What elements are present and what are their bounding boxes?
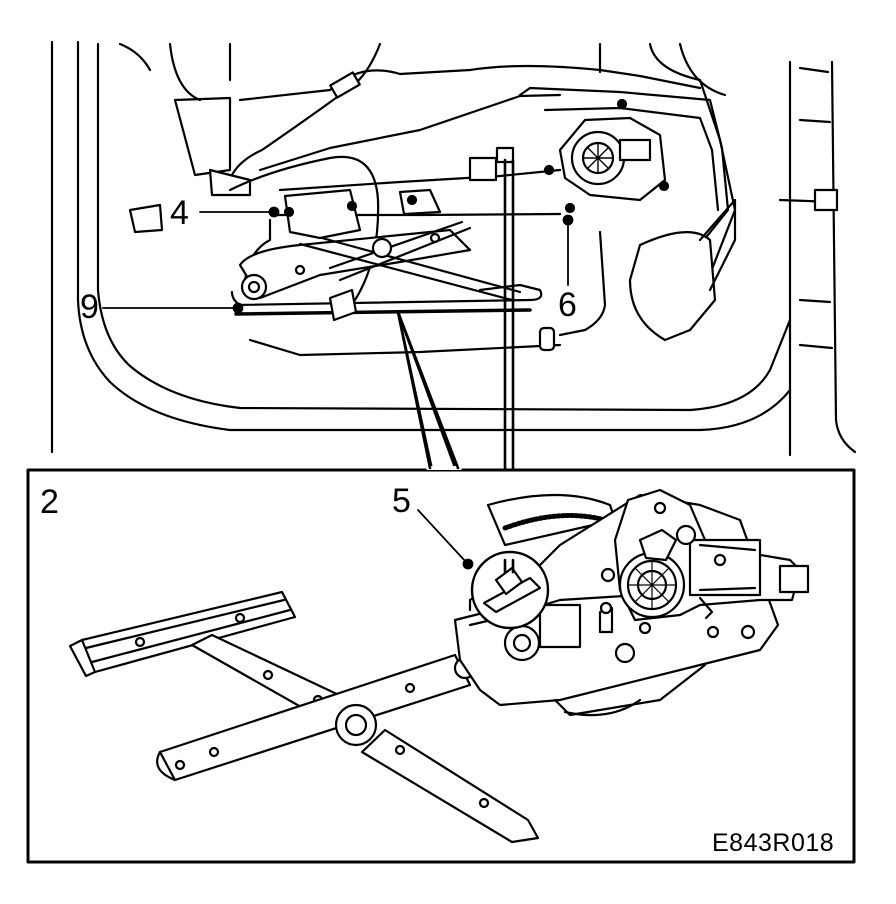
callout-4: 4 [170,194,189,232]
callout-5: 5 [392,482,411,520]
detail-leader-line [417,509,474,570]
upper-leader-lines [102,206,574,314]
door-inner-panel [50,40,857,457]
callout-2: 2 [40,483,59,521]
callout-6: 6 [558,286,577,324]
callout-9: 9 [80,288,99,326]
detail-regulator [68,488,810,844]
figure-code: E843R018 [712,829,835,857]
panel-motor [543,98,670,214]
installed-regulator [230,188,543,322]
